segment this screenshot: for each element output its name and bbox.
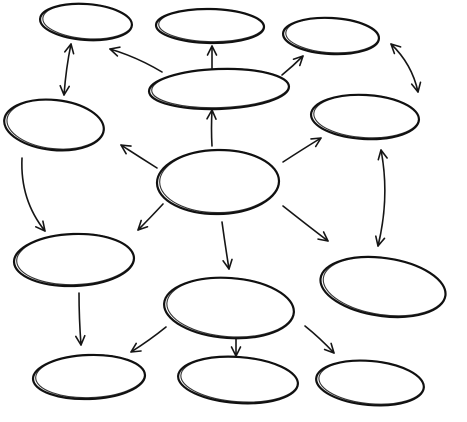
arrow-head-end [310,137,322,148]
edge-central-to-left-middle [120,144,158,169]
arrow-head-start [64,43,75,55]
edge-line [282,205,329,242]
node-sketch-stroke [313,94,420,139]
edge-upper-center-to-top-left [109,46,163,73]
edge-upper-center-to-top-right [281,55,304,76]
arrow-head-end [222,258,233,270]
arrow-head-end [137,219,149,231]
node-sketch-stroke [158,8,265,43]
node-left-lower [12,232,136,288]
nodes-layer [3,2,447,407]
edge-lower-center-to-bottom-left [130,326,167,353]
edge-left-middle-to-left-lower [21,157,46,232]
edge-line [377,149,386,247]
edge-line [63,43,72,96]
edge-line [78,292,82,346]
edge-left-lower-to-bottom-left [75,292,86,346]
edge-line [282,137,322,163]
edge-line [281,55,304,76]
node-central [155,148,281,216]
edge-central-to-left-lower [137,203,164,231]
node-sketch-stroke [159,149,280,214]
node-sketch-stroke [166,277,295,338]
arrow-head-end [130,342,142,353]
arrow-head-end [120,144,132,155]
edge-line [137,203,164,231]
node-top-right [281,16,381,56]
arrow-head-end [206,45,218,56]
node-bottom-right [315,359,425,407]
edge-top-right-to-right-upper [390,43,422,93]
arrow-head-start [390,43,402,55]
edges-layer [21,43,422,357]
edge-line [304,325,335,354]
node-sketch-stroke [16,233,135,286]
edge-line [109,48,163,73]
edge-line [221,221,230,270]
edge-lower-center-to-bottom-right [304,325,335,354]
node-right-lower [319,255,447,319]
edge-central-to-right-upper [282,137,322,163]
node-sketch-stroke [6,98,105,150]
node-bottom-left [31,353,147,401]
node-top-left [38,2,134,42]
node-sketch-stroke [322,256,446,317]
node-sketch-stroke [318,359,425,405]
arrow-head-end [375,235,386,247]
arrow-head-end [109,46,121,57]
node-sketch-stroke [180,356,299,403]
edge-right-upper-to-right-lower [375,149,388,247]
edge-central-to-right-lower [282,205,329,242]
edge-line [21,157,46,232]
arrow-head-end [410,81,422,93]
arrow-head-end [317,231,329,242]
edge-top-left-to-left-middle [59,43,75,96]
arrow-head-end [59,84,70,96]
arrow-head-end [75,334,86,346]
node-sketch-stroke [285,17,380,54]
edge-line [210,109,213,147]
arrow-head-end [292,55,304,67]
node-upper-center [147,67,291,111]
node-sketch-stroke [42,3,133,40]
arrow-head-end [35,220,46,232]
node-sketch-stroke [151,68,290,109]
node-lower-center [163,276,295,340]
arrow-head-end [323,342,335,354]
node-right-upper [309,93,421,141]
edge-line [130,326,167,353]
node-sketch-stroke [35,354,146,399]
node-bottom-middle [177,355,299,405]
arrow-head-start [377,149,388,161]
edge-upper-center-to-top-middle [206,45,218,69]
edge-line [120,144,158,169]
edge-central-to-lower-center [221,221,233,270]
node-left-middle [3,98,105,152]
edge-line [390,43,419,93]
node-top-middle [154,7,266,45]
